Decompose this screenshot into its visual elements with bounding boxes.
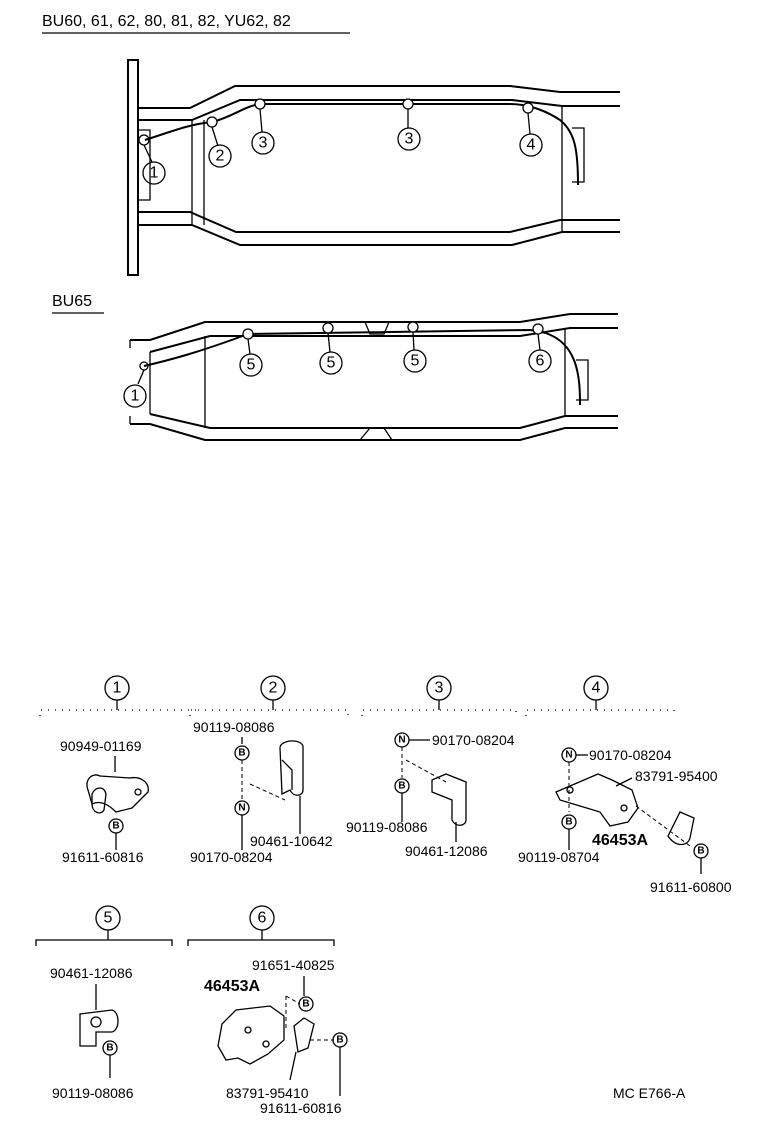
- bolt-symbol: B: [302, 999, 309, 1010]
- bolt-symbol: B: [336, 1035, 343, 1046]
- nut-symbol: N: [238, 803, 245, 814]
- part-90170-08204: 90170-08204: [190, 849, 273, 865]
- detail-6-number: 6: [258, 910, 267, 927]
- svg-text:5: 5: [247, 357, 256, 374]
- svg-text:6: 6: [536, 353, 545, 370]
- heading-models-middle: BU65: [52, 293, 92, 310]
- part-90461-12086: 90461-12086: [50, 965, 133, 981]
- part-90170-08204: 90170-08204: [589, 747, 672, 763]
- part-46453A: 46453A: [204, 978, 260, 995]
- detail-3-number: 3: [435, 680, 444, 697]
- frame-middle: [129, 313, 618, 441]
- callout-2-top: 2: [208, 144, 232, 168]
- bolt-symbol: B: [112, 821, 119, 832]
- nut-symbol: N: [398, 735, 405, 746]
- detail-6: 6 91651-40825 46453A B B 83791-95410 916…: [187, 905, 348, 1116]
- svg-text:5: 5: [327, 355, 336, 372]
- bolt-symbol: B: [565, 817, 572, 828]
- part-83791-95400: 83791-95400: [635, 768, 718, 784]
- part-83791-95410: 83791-95410: [226, 1085, 309, 1101]
- figure-code: MC E766-A: [613, 1085, 686, 1101]
- part-90119-08086: 90119-08086: [52, 1085, 134, 1101]
- detail-2: 2 90119-08086 B N 90461-10642 90170-0820…: [189, 675, 349, 865]
- detail-5-number: 5: [104, 910, 113, 927]
- part-90949-01169: 90949-01169: [60, 738, 142, 754]
- brake-cable-middle: [137, 321, 581, 406]
- part-91651-40825: 91651-40825: [252, 957, 335, 973]
- detail-4-number: 4: [592, 680, 601, 697]
- part-90119-08086: 90119-08086: [193, 719, 275, 735]
- callout-6-middle: 6: [528, 349, 552, 373]
- part-90119-08086: 90119-08086: [346, 819, 428, 835]
- part-90461-12086: 90461-12086: [405, 843, 488, 859]
- callout-5-middle-b: 5: [319, 351, 343, 375]
- bolt-symbol: B: [106, 1043, 113, 1054]
- bolt-symbol: B: [398, 781, 405, 792]
- bolt-symbol: B: [238, 748, 245, 759]
- callout-1-middle: 1: [123, 384, 147, 408]
- svg-text:1: 1: [150, 165, 159, 182]
- callout-3-top-right: 3: [397, 127, 421, 151]
- svg-text:2: 2: [216, 148, 225, 165]
- part-90461-10642: 90461-10642: [250, 833, 333, 849]
- heading-models-top: BU60, 61, 62, 80, 81, 82, YU62, 82: [42, 13, 291, 30]
- part-91611-60816: 91611-60816: [260, 1100, 342, 1116]
- detail-1: 1 90949-01169 B 91611-60816: [39, 675, 197, 865]
- svg-text:3: 3: [259, 135, 268, 152]
- part-91611-60800: 91611-60800: [650, 879, 732, 895]
- callout-5-middle-a: 5: [239, 353, 263, 377]
- callout-5-middle-c: 5: [403, 349, 427, 373]
- part-46453A: 46453A: [592, 832, 648, 849]
- detail-4: 4 N 90170-08204 83791-95400 46453A B 901…: [518, 675, 732, 895]
- detail-1-number: 1: [113, 680, 122, 697]
- frame-top: [127, 59, 620, 276]
- callout-3-top-left: 3: [251, 131, 275, 155]
- svg-text:5: 5: [411, 353, 420, 370]
- nut-symbol: N: [565, 750, 572, 761]
- svg-text:3: 3: [405, 131, 414, 148]
- detail-2-number: 2: [269, 680, 278, 697]
- detail-5: 5 90461-12086 B 90119-08086: [35, 905, 173, 1101]
- svg-text:1: 1: [131, 388, 140, 405]
- part-90119-08704: 90119-08704: [518, 849, 600, 865]
- svg-text:4: 4: [527, 137, 536, 154]
- brake-cable-top: [138, 98, 579, 186]
- callout-1-top: 1: [142, 161, 166, 185]
- part-90170-08204: 90170-08204: [432, 732, 515, 748]
- detail-3: 3 N 90170-08204 B 90119-08086 90461-1208…: [346, 675, 517, 859]
- bolt-symbol: B: [697, 846, 704, 857]
- part-91611-60816: 91611-60816: [62, 849, 144, 865]
- callout-4-top: 4: [519, 133, 543, 157]
